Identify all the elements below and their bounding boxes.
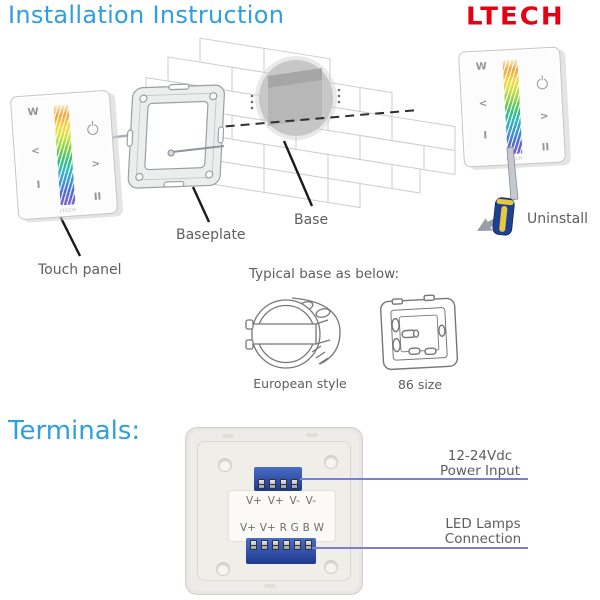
corner-screw-hole [218,458,232,472]
base-label: Base [294,212,329,228]
leader-line-baseplate [191,186,211,223]
terminal-screw [280,479,287,489]
led-leader-line [312,547,528,549]
terminal-screw [283,540,290,550]
mounting-screw [167,145,225,157]
led-lamps-line1: LED Lamps [445,516,521,532]
bottom-notch [264,584,276,588]
power-input-label: 12-24Vdc Power Input [425,448,535,480]
terminal-label: R [279,522,287,534]
terminal-label: V+ [246,495,262,507]
terminal-label: B [302,522,310,534]
terminal-screw [291,479,298,489]
leader-line-touch-panel [55,209,82,257]
typical-base-heading: Typical base as below: [249,266,399,282]
european-style-drawing [245,297,341,369]
terminal-label: V- [289,495,300,507]
terminal-screw [294,540,301,550]
terminal-label: V- [305,495,316,507]
european-style-label: European style [253,376,347,391]
terminal-screw [258,479,265,489]
power-terminal-labels: V+ V+ V- V- [246,495,316,507]
terminal-screw [272,540,279,550]
terminal-screw [269,479,276,489]
uninstall-label: Uninstall [527,211,589,227]
led-lamps-line2: Connection [444,531,522,548]
baseplate-label: Baseplate [176,227,246,243]
corner-screw-hole [324,455,338,469]
led-terminal-labels: V+ V+ R G B W [240,522,324,534]
terminal-screw [305,540,312,550]
terminal-label: V+ [267,495,284,507]
touch-panel-label: Touch panel [38,262,122,278]
power-input-line1: 12-24Vdc [447,448,513,464]
top-notch [222,434,234,438]
power-leader-line [300,478,528,480]
terminal-label: G [290,522,299,534]
baseplate-drawing [126,83,225,189]
terminal-label: W [313,522,324,534]
leader-line-base [282,140,314,207]
screwdriver-icon [492,146,519,236]
corner-screw-hole [216,562,230,576]
power-input-line2: Power Input [439,463,521,480]
terminal-screw [261,540,268,550]
terminal-label: V+ [259,522,276,534]
panel-back-view: V+ V+ V- V- V+ V+ R G B W [185,427,363,595]
size86-label: 86 size [397,377,443,392]
led-terminal-block [246,538,316,564]
led-lamps-label: LED Lamps Connection [428,516,538,548]
top-notch [306,433,318,437]
power-terminal-block [254,467,302,491]
terminal-label: V+ [240,522,256,534]
size86-drawing [380,294,459,371]
page-title: Installation Instruction [8,1,285,29]
ltech-logo: LTECH [466,2,565,32]
corner-screw-hole [324,560,338,574]
terminals-heading: Terminals: [8,416,141,446]
base-screw-dots [250,88,341,110]
terminal-screw [250,540,257,550]
